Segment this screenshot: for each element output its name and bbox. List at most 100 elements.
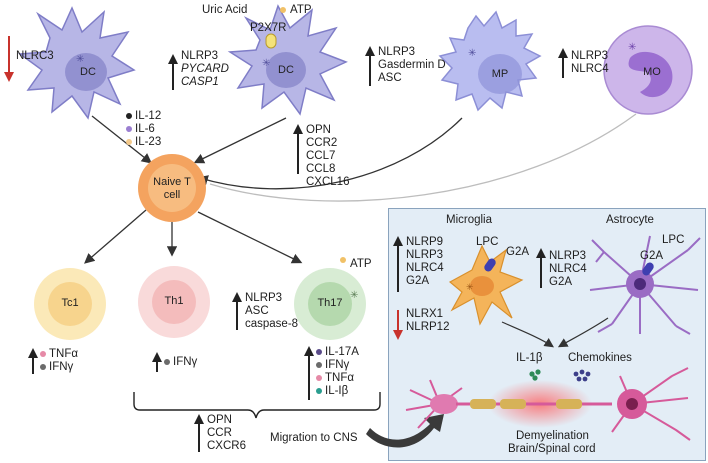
mp-gene-list: NLRP3 Gasdermin D ASC	[378, 46, 446, 85]
cns-arrows	[501, 317, 609, 348]
th17-out-il17a: IL-17A	[316, 346, 359, 359]
ifng-dot	[40, 363, 46, 370]
dc-gene-pycard: PYCARD	[181, 63, 229, 75]
chemokine-ccl8: CCL8	[306, 163, 336, 175]
ifng-dot	[316, 361, 322, 368]
microglia-lpc: LPC	[476, 236, 499, 248]
microglia-up-nlrp3: NLRP3	[406, 249, 444, 261]
nlrc3-label: NLRC3	[16, 50, 54, 62]
microglia-up-g2a: G2A	[406, 275, 430, 287]
arrows-from-naive-t	[84, 209, 303, 264]
mp-gene-gasdermin: Gasdermin D	[378, 59, 446, 71]
chemokine-ccl7: CCL7	[306, 150, 336, 162]
dc2-label: DC	[278, 64, 294, 76]
microglia-up-nlrc4: NLRC4	[406, 262, 444, 274]
mo-gene-nlrp3: NLRP3	[571, 50, 609, 62]
migration-gene-ccr: CCR	[207, 427, 232, 439]
macrophage-cell: ✳	[438, 10, 542, 112]
th17-gene-nlrp3: NLRP3	[245, 292, 283, 304]
dendritic-cell-2: ✳	[227, 4, 348, 116]
atp-top-label: ATP	[290, 4, 312, 16]
cytokine-il23: IL-23	[126, 136, 161, 149]
tc1-out-ifng: IFNγ	[40, 361, 78, 374]
svg-text:✳: ✳	[76, 54, 84, 65]
th17-gene-list: NLRP3 ASC caspase-8	[245, 292, 298, 331]
th17-label: Th17	[317, 297, 343, 309]
astrocyte-title: Astrocyte	[606, 214, 654, 226]
demyelination-label: Demyelination	[516, 430, 589, 442]
cytokine-il12: IL-12	[126, 110, 161, 123]
il1b-dots	[529, 369, 541, 381]
chemokine-ccr2: CCR2	[306, 137, 338, 149]
astrocyte-body	[626, 262, 654, 298]
microglia-up-list: NLRP9 NLRP3 NLRC4 G2A	[406, 236, 444, 288]
mp-label: MP	[491, 68, 509, 80]
naive-t-label: Naive T cell	[153, 176, 191, 201]
svg-text:✳: ✳	[468, 48, 476, 59]
th17-out-il1b: IL-Iβ	[316, 385, 359, 398]
th17-output-list: IL-17A IFNγ TNFα IL-Iβ	[316, 346, 359, 398]
astrocyte-g2a: G2A	[640, 250, 664, 262]
th1-output-list: IFNγ	[164, 356, 197, 369]
astrocyte-up-nlrc4: NLRC4	[549, 263, 587, 275]
th1-label: Th1	[164, 295, 184, 307]
migration-label: Migration to CNS	[270, 432, 358, 444]
monocyte-cell: ✳	[603, 25, 693, 115]
migration-gene-list: OPN CCR CXCR6	[207, 414, 246, 453]
chemokine-dots	[573, 369, 591, 382]
location-label: Brain/Spinal cord	[508, 443, 596, 455]
naive-t-cell	[138, 154, 206, 222]
ifng-dot	[164, 358, 170, 365]
chemokine-opn: OPN	[306, 124, 331, 136]
chemokine-cxcl16: CXCL16	[306, 176, 350, 188]
dc-gene-list: NLRP3 PYCARD CASP1	[181, 50, 229, 89]
svg-text:✳: ✳	[262, 58, 270, 69]
astrocyte-up-nlrp3: NLRP3	[549, 250, 587, 262]
astrocyte-up-list: NLRP3 NLRC4 G2A	[549, 250, 587, 289]
microglia-down-list: NLRX1 NLRP12	[406, 308, 449, 334]
migration-arrow	[366, 414, 444, 448]
microglia-cell: ✳	[448, 244, 524, 326]
il1b-label: IL-1β	[516, 352, 543, 364]
neuron	[405, 367, 691, 441]
astrocyte-lpc: LPC	[662, 234, 685, 246]
dc-cytokine-list: IL-12 IL-6 IL-23	[126, 110, 161, 149]
tc1-out-tnfa: TNFα	[40, 348, 78, 361]
dc-gene-casp1: CASP1	[181, 76, 219, 88]
th17-cell: ✳	[294, 257, 366, 340]
astrocyte-up-g2a: G2A	[549, 276, 573, 288]
th1-out-ifng: IFNγ	[164, 356, 197, 369]
atp-th17-label: ATP	[350, 258, 372, 270]
th17-out-tnfa: TNFα	[316, 372, 359, 385]
microglia-down-nlrx1: NLRX1	[406, 308, 444, 320]
tc1-cell	[34, 268, 106, 340]
p2x7r-label: P2X7R	[250, 22, 287, 34]
il6-dot	[126, 125, 132, 132]
svg-text:✳: ✳	[350, 290, 358, 301]
dendritic-cell-1: ✳	[17, 6, 136, 120]
svg-text:✳: ✳	[628, 42, 636, 53]
mp-gene-asc: ASC	[378, 72, 402, 84]
tc1-output-list: TNFα IFNγ	[40, 348, 78, 374]
astrocyte-cell	[589, 235, 701, 335]
il17a-dot	[316, 348, 322, 355]
dc-chemokine-list: OPN CCR2 CCL7 CCL8 CXCL16	[306, 124, 349, 189]
tnfa-dot	[316, 374, 322, 381]
th17-gene-asc: ASC	[245, 305, 269, 317]
tc1-label: Tc1	[61, 297, 79, 309]
il12-dot	[126, 112, 132, 119]
mo-gene-list: NLRP3 NLRC4	[571, 50, 609, 76]
microglia-down-nlrp12: NLRP12	[406, 321, 450, 333]
dc-gene-nlrp3: NLRP3	[181, 50, 219, 62]
mo-gene-nlrc4: NLRC4	[571, 63, 609, 75]
microglia-up-nlrp9: NLRP9	[406, 236, 444, 248]
il23-dot	[126, 138, 132, 145]
th17-gene-caspase8: caspase-8	[245, 318, 299, 330]
chemokines-label: Chemokines	[568, 352, 632, 364]
svg-text:✳: ✳	[466, 282, 474, 292]
bracket	[133, 392, 381, 419]
arrows-to-naive-t	[91, 113, 637, 202]
uric-acid-label: Uric Acid	[202, 4, 248, 16]
